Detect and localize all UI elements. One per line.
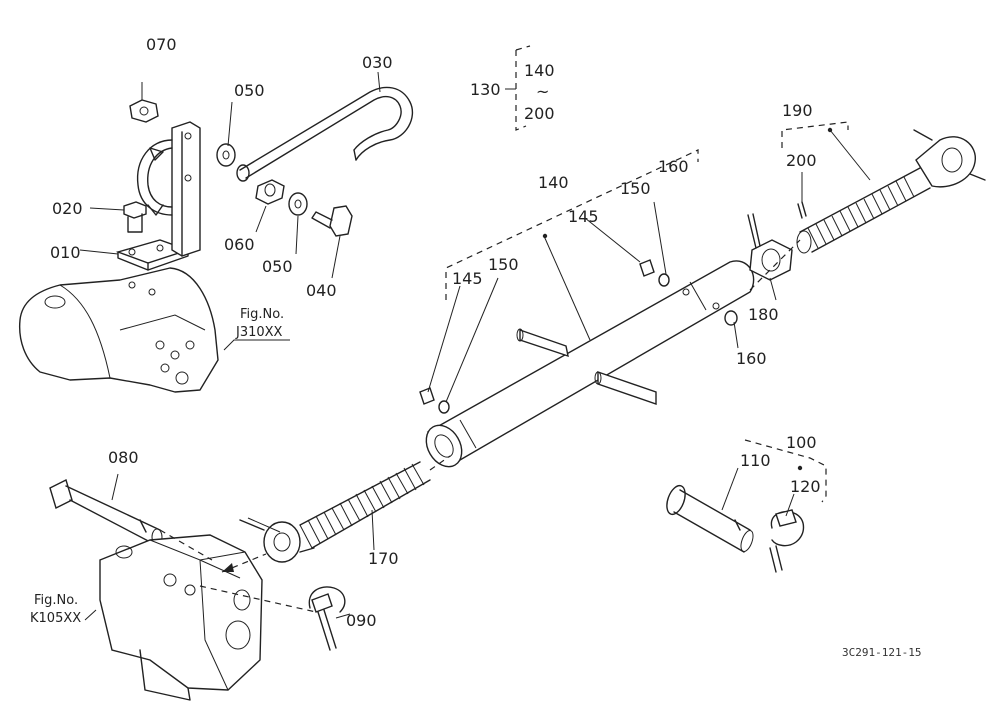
part-labels: 070 050 030 130 140 ~ 200 020 060 050 04… <box>50 35 821 630</box>
hitch-assembly <box>49 479 346 701</box>
label-150-lower: 150 <box>488 255 519 274</box>
label-180: 180 <box>748 305 779 324</box>
label-110: 110 <box>740 451 771 470</box>
label-100: 100 <box>786 433 817 452</box>
label-050-lower: 050 <box>262 257 293 276</box>
label-060: 060 <box>224 235 255 254</box>
label-090: 090 <box>346 611 377 630</box>
fig-ref-j-label: Fig.No. <box>240 307 284 322</box>
label-040: 040 <box>306 281 337 300</box>
label-050-upper: 050 <box>234 81 265 100</box>
top-link-assembly <box>239 129 986 563</box>
label-range-tilde: ~ <box>536 82 549 101</box>
fig-ref-k-label: Fig.No. <box>34 593 78 608</box>
label-130: 130 <box>470 80 501 99</box>
fig-ref-k-code: K105XX <box>30 611 81 626</box>
figure-references: Fig.No. J310XX Fig.No. K105XX <box>30 307 284 626</box>
label-200: 200 <box>786 151 817 170</box>
label-190: 190 <box>782 101 813 120</box>
label-145-lower: 145 <box>452 269 483 288</box>
label-080: 080 <box>108 448 139 467</box>
label-070: 070 <box>146 35 177 54</box>
label-030: 030 <box>362 53 393 72</box>
label-160-upper: 160 <box>658 157 689 176</box>
drawing-code: 3C291-121-15 <box>842 646 921 659</box>
label-145-upper: 145 <box>568 207 599 226</box>
leader-lines <box>79 45 871 621</box>
label-150-upper: 150 <box>620 179 651 198</box>
label-020: 020 <box>52 199 83 218</box>
label-120: 120 <box>790 477 821 496</box>
pin-set-100 <box>666 484 805 573</box>
label-140: 140 <box>538 173 569 192</box>
label-140-range: 140 <box>524 61 555 80</box>
label-010: 010 <box>50 243 81 262</box>
fig-ref-j-code: J310XX <box>235 325 283 340</box>
bracket-assembly <box>18 86 414 393</box>
label-160-lower: 160 <box>736 349 767 368</box>
label-200-range: 200 <box>524 104 555 123</box>
label-170: 170 <box>368 549 399 568</box>
